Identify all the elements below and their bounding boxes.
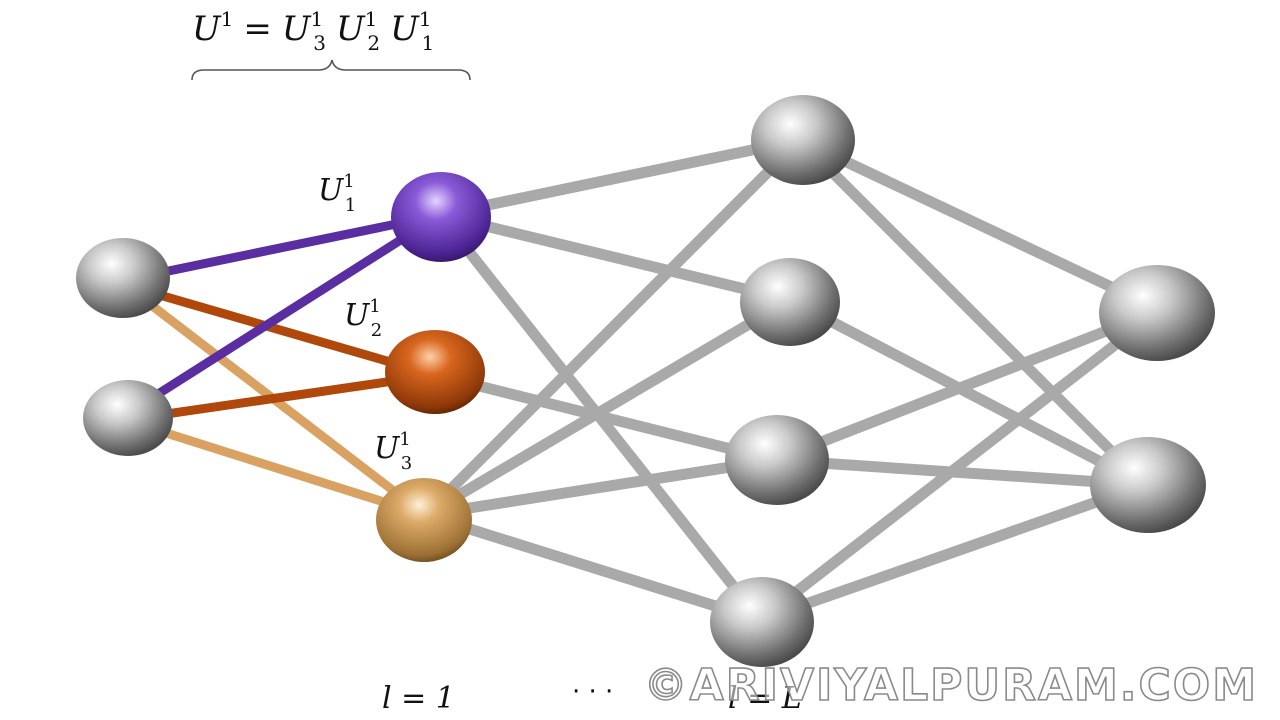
formula-term-3-sup: 1 <box>311 7 324 31</box>
edge <box>754 479 1151 626</box>
output-node <box>1090 437 1206 533</box>
formula-brace <box>191 59 471 81</box>
formula-term-3-base: U <box>282 9 312 49</box>
formula-term-2-sub: 2 <box>367 31 380 55</box>
formula-lhs-base: U <box>192 9 222 49</box>
input-node <box>76 238 170 318</box>
edge <box>434 134 806 221</box>
edge <box>769 304 1166 466</box>
formula-term-1-sub: 1 <box>422 31 435 55</box>
edge-u1 <box>120 210 445 420</box>
layer-labels: l = 1 · · · l = L <box>382 677 802 716</box>
edge <box>419 294 796 521</box>
edge <box>769 454 1151 491</box>
edge <box>784 294 1151 491</box>
u1-edges <box>120 210 445 420</box>
formula-term-2-sup: 1 <box>365 7 378 31</box>
hidden-node <box>725 415 829 505</box>
formula-term-2-base: U <box>336 9 366 49</box>
layer-1-nodes <box>376 172 491 562</box>
edge <box>794 134 1166 316</box>
output-layer <box>1090 265 1215 533</box>
edge-u2 <box>120 370 440 425</box>
hidden-node <box>740 258 840 346</box>
watermark: ©ARIVIYALPURAM.COM <box>644 660 1258 711</box>
layer-label-first: l = 1 <box>382 681 455 716</box>
edge-u3 <box>120 415 430 520</box>
edge-u2 <box>120 280 440 380</box>
node-u1-purple <box>391 172 491 262</box>
gray-edges <box>419 134 1166 626</box>
formula-term-3-sub: 3 <box>313 31 326 55</box>
hidden-layer <box>710 95 855 667</box>
formula-equals: = <box>243 9 272 49</box>
formula-term-1-sup: 1 <box>419 7 432 31</box>
edge <box>419 509 766 626</box>
edge <box>429 369 781 466</box>
edge <box>419 134 806 521</box>
edge <box>419 454 781 521</box>
node-u3-tan <box>376 478 472 562</box>
formula-lhs-sup: 1 <box>221 7 234 31</box>
formula-term-1-base: U <box>390 9 420 49</box>
node-u2-orange <box>385 330 485 414</box>
u2-edges <box>120 280 440 425</box>
edge <box>434 209 796 306</box>
edge-u1 <box>120 210 445 285</box>
hidden-node <box>751 95 855 185</box>
layer-label-ellipsis: · · · <box>572 677 613 707</box>
edge <box>754 304 1166 626</box>
edge <box>794 134 1151 491</box>
layer-label-last: l = L <box>728 681 802 716</box>
output-node <box>1099 265 1215 361</box>
input-layer <box>76 238 173 456</box>
hidden-node <box>710 577 814 667</box>
input-node <box>83 380 173 456</box>
